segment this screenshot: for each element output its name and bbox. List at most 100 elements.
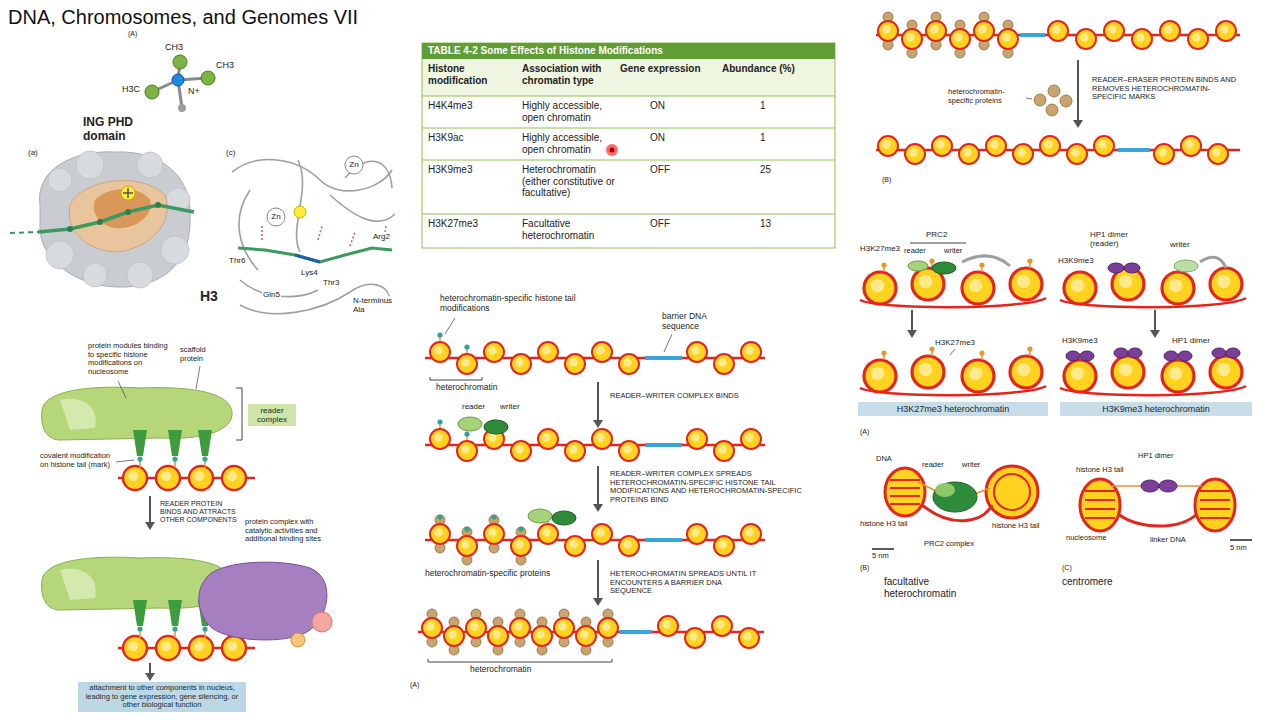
slide-title: DNA, Chromosomes, and Genomes VII xyxy=(8,6,358,29)
nucleosome xyxy=(741,524,761,544)
hydrogen-bond xyxy=(350,232,355,246)
nucleosome-core xyxy=(1158,148,1166,156)
nucleosome-core xyxy=(1169,367,1182,380)
nucleosome-core xyxy=(470,622,478,630)
annotation-label: (B) xyxy=(882,176,891,184)
nucleosome-core xyxy=(461,445,469,453)
nucleosome xyxy=(950,29,970,49)
nucleosome-core xyxy=(936,140,944,148)
nucleosome-core xyxy=(514,622,522,630)
nucleosome-core xyxy=(1017,275,1030,288)
nucleosome xyxy=(1094,136,1114,156)
nucleosome xyxy=(1112,356,1144,388)
table-rule xyxy=(422,160,835,161)
node-text: H3K9me3 heterochromatin xyxy=(1064,404,1248,414)
histone-mark xyxy=(202,456,207,461)
pointer-dot xyxy=(606,144,618,156)
reader-module xyxy=(168,600,182,626)
linker-dna xyxy=(1118,514,1197,526)
annotation-label: scaffold protein xyxy=(180,346,226,363)
table-rule xyxy=(422,128,835,129)
nucleosome xyxy=(444,626,464,646)
reader-module xyxy=(133,430,147,456)
nucleosome xyxy=(1210,356,1242,388)
annotation-label: H4K4me3 xyxy=(428,100,472,112)
nucleosome xyxy=(189,636,213,660)
barrier-dna xyxy=(1118,148,1150,152)
nucleosome xyxy=(598,618,618,638)
nucleosome xyxy=(1010,356,1042,388)
hp1-protein xyxy=(1164,351,1178,361)
node-text: reader complex xyxy=(251,406,293,424)
arrow-head xyxy=(1073,120,1083,128)
histone-mark xyxy=(929,346,934,351)
annotation-label: HP1 dimer xyxy=(1138,452,1173,461)
arrow-head xyxy=(1150,330,1160,338)
annotation-label: ON xyxy=(650,132,665,144)
nucleosome xyxy=(554,618,574,638)
surface-bump xyxy=(76,151,104,179)
annotation-label: (A) xyxy=(128,30,137,38)
nucleosome-core xyxy=(1136,33,1144,41)
annotation-label: writer xyxy=(944,247,962,256)
carbon-atom xyxy=(178,104,186,112)
spread-arrow xyxy=(1200,257,1226,268)
nucleosome xyxy=(712,616,732,636)
table-frame xyxy=(422,43,835,248)
nucleosome xyxy=(905,144,925,164)
annotation-label: CH3 xyxy=(165,42,183,52)
histone-mark xyxy=(881,350,886,355)
hp1-protein xyxy=(1226,348,1240,358)
nucleosome-core xyxy=(542,346,550,354)
arrow-shaft xyxy=(911,310,913,332)
barrier-dna xyxy=(645,538,682,542)
nucleosome-face xyxy=(986,466,1038,518)
nucleosome-core xyxy=(1002,33,1010,41)
leader-line xyxy=(196,366,200,389)
nucleosome xyxy=(864,272,896,304)
nucleosome-core xyxy=(434,433,442,441)
nucleosome-core xyxy=(1164,25,1172,33)
nucleosome xyxy=(687,342,707,362)
ribbon xyxy=(232,160,392,191)
nucleosome-core xyxy=(1071,367,1084,380)
reader-module xyxy=(60,399,96,430)
annotation-label: H3K27me3 xyxy=(935,338,975,347)
nucleosome xyxy=(1010,268,1042,300)
dna-gyre xyxy=(1200,508,1230,510)
annotation-label: Highly accessible, open chromatin xyxy=(522,132,620,155)
annotation-label: centromere xyxy=(1062,576,1113,588)
nucleosome xyxy=(565,536,585,556)
table-rule xyxy=(422,96,835,97)
nucleosome xyxy=(1132,29,1152,49)
nucleosome xyxy=(189,466,213,490)
nucleosome xyxy=(156,636,180,660)
nucleosome xyxy=(998,29,1018,49)
nucleosome-core xyxy=(161,471,171,481)
nucleosome-core xyxy=(691,433,699,441)
nucleosome xyxy=(123,466,147,490)
nucleosome-core xyxy=(963,148,971,156)
annotation-label: READER PROTEIN BINDS AND ATTRACTS OTHER … xyxy=(160,500,242,524)
nucleosome-core xyxy=(461,540,469,548)
nucleosome xyxy=(932,136,952,156)
bracket xyxy=(430,377,482,380)
nucleosome-side xyxy=(885,468,925,516)
annotation-label: histone H3 tail xyxy=(992,522,1040,531)
nucleosome-core xyxy=(990,140,998,148)
annotation-label: writer xyxy=(500,402,520,411)
nucleosome xyxy=(538,429,558,449)
nucleosome xyxy=(714,536,734,556)
reader-protein xyxy=(908,261,928,271)
nucleosome xyxy=(1040,136,1060,156)
nucleosome-core xyxy=(623,445,631,453)
effector-complex xyxy=(199,562,327,640)
nucleosome xyxy=(123,636,147,660)
bracket xyxy=(910,243,966,244)
hp1-protein xyxy=(1066,351,1080,361)
nucleosome-core xyxy=(906,33,914,41)
nucleosome-core xyxy=(1108,25,1116,33)
dna-gyre xyxy=(890,495,920,497)
nucleosome xyxy=(619,536,639,556)
